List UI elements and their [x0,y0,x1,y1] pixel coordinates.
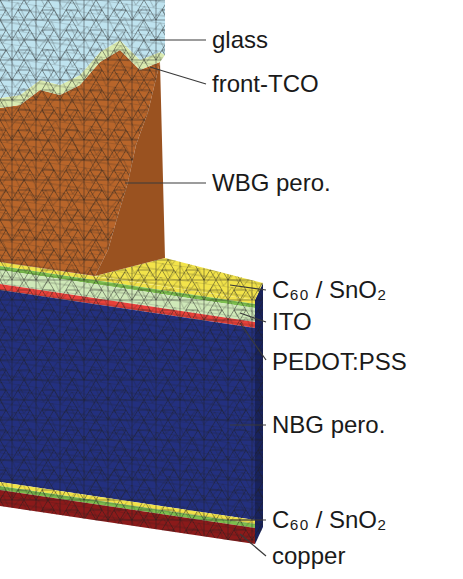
layer-label: copper [272,542,345,570]
leader-line [240,534,266,556]
leader-line [150,67,206,84]
leader-line [240,323,266,360]
leader-line [230,424,266,425]
layer-label: NBG pero. [272,411,385,439]
leader-lines [125,40,266,556]
layer-label: ITO [272,308,312,336]
leader-line [125,182,206,183]
leader-line [240,313,266,322]
leader-line [230,519,266,520]
layer-label: C₆₀ / SnO₂ [272,506,386,534]
layer-label: glass [212,26,268,54]
layer-label: WBG pero. [212,169,331,197]
layer-label: front-TCO [212,70,319,98]
leader-line [230,285,266,290]
layer-label: PEDOT:PSS [272,348,407,376]
leader-line [150,39,206,40]
layer-label: C₆₀ / SnO₂ [272,276,386,304]
